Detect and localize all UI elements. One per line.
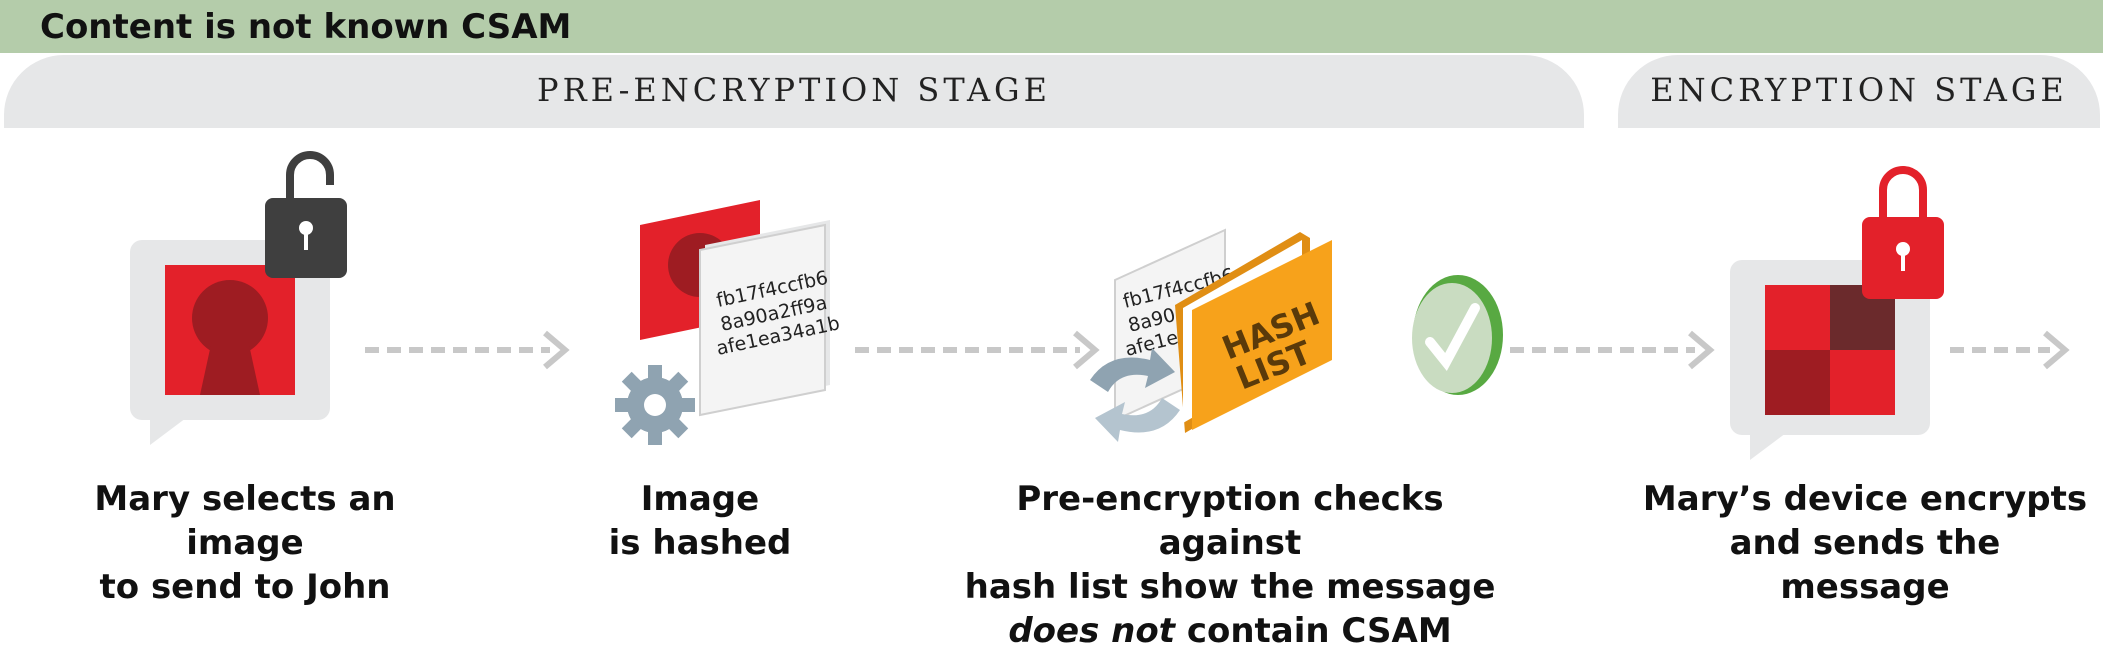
encrypted-image-icon bbox=[1765, 285, 1895, 415]
step4-caption-line1: Mary’s device encrypts bbox=[1642, 479, 2088, 519]
step3-graphic: fb17f4ccfb6 8a90a2ff9a afe1ea34a1b HASH … bbox=[1090, 228, 1503, 442]
step1-graphic bbox=[130, 151, 347, 445]
step2-caption: Image is hashed bbox=[560, 477, 840, 565]
gear-icon bbox=[615, 365, 695, 445]
step3-caption-line2: hash list show the message bbox=[964, 567, 1496, 607]
arrow-icon bbox=[1510, 330, 1715, 370]
encryption-stage-bar: ENCRYPTION STAGE bbox=[1618, 55, 2100, 128]
banner-title: Content is not known CSAM bbox=[40, 7, 572, 47]
hash-card-icon: fb17f4ccfb6 8a90a2ff9a afe1ea34a1b bbox=[699, 220, 842, 417]
hash-list-folder-icon: HASH LIST bbox=[1175, 232, 1332, 433]
step1-caption-line2: to send to John bbox=[99, 567, 391, 607]
step3-caption-line3-rest: contain CSAM bbox=[1174, 611, 1452, 651]
step3-caption-line3: does not contain CSAM bbox=[940, 609, 1520, 653]
pre-encryption-stage-bar: PRE-ENCRYPTION STAGE bbox=[4, 55, 1584, 128]
locked-padlock-icon bbox=[1862, 166, 1944, 299]
banner: Content is not known CSAM bbox=[0, 0, 2103, 53]
arrow-icon bbox=[365, 330, 570, 370]
step3-caption-line1: Pre-encryption checks against bbox=[1016, 479, 1444, 563]
refresh-icon bbox=[1090, 348, 1180, 442]
step4-caption: Mary’s device encrypts and sends the mes… bbox=[1640, 477, 2090, 609]
step2-graphic: fb17f4ccfb6 8a90a2ff9a afe1ea34a1b bbox=[615, 200, 842, 445]
image-icon bbox=[165, 265, 295, 395]
step4-graphic bbox=[1730, 166, 1944, 460]
step1-caption-line1: Mary selects an image bbox=[94, 479, 396, 563]
checkmark-icon bbox=[1412, 275, 1503, 395]
step3-caption: Pre-encryption checks against hash list … bbox=[940, 477, 1520, 653]
encryption-stage-label: ENCRYPTION STAGE bbox=[1650, 71, 2068, 109]
step2-caption-line1: Image bbox=[640, 479, 760, 519]
step4-caption-line2: and sends the message bbox=[1729, 523, 2001, 607]
pre-encryption-stage-label: PRE-ENCRYPTION STAGE bbox=[537, 71, 1051, 109]
unlocked-padlock-icon bbox=[265, 151, 347, 278]
arrow-icon bbox=[1950, 330, 2070, 370]
step1-caption: Mary selects an image to send to John bbox=[30, 477, 460, 609]
step2-caption-line2: is hashed bbox=[608, 523, 792, 563]
arrow-icon bbox=[855, 330, 1100, 370]
step3-caption-emphasis: does not bbox=[1008, 611, 1175, 651]
